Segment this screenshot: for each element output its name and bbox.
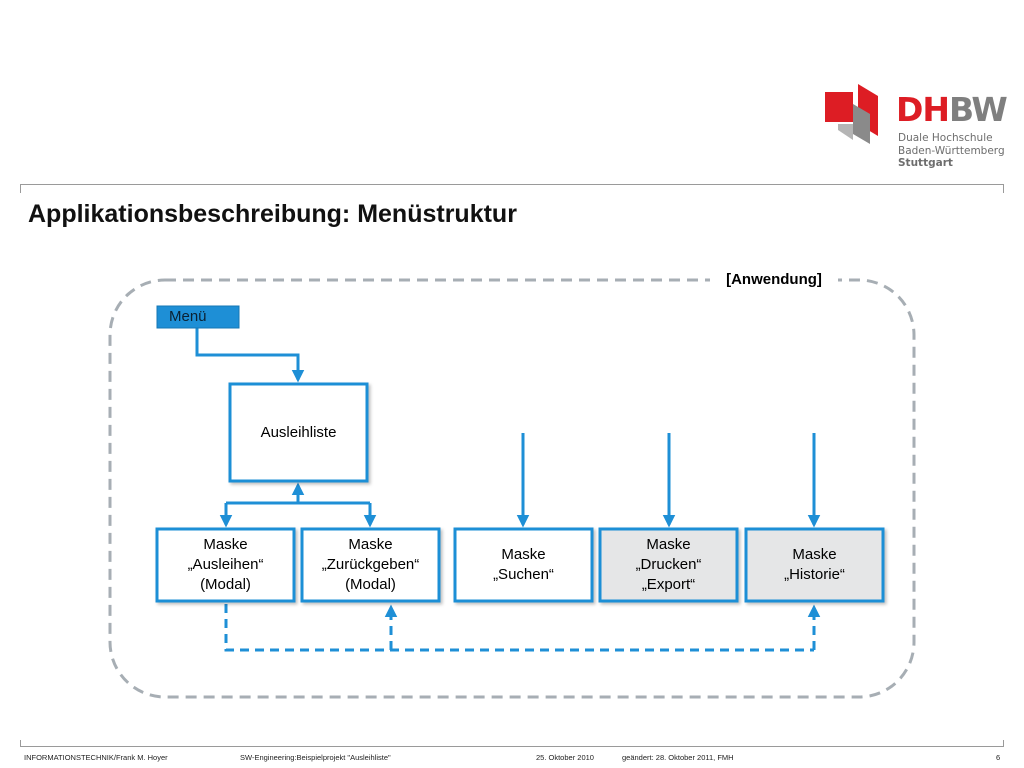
- menu-label[interactable]: Menü: [169, 308, 207, 325]
- footer-project: SW-Engineering:Beispielprojekt "Ausleihl…: [240, 753, 391, 762]
- mask-label-zurueckgeben: Maske „Zurückgeben“ (Modal): [321, 536, 420, 593]
- page-title: Applikationsbeschreibung: Menüstruktur: [28, 200, 517, 228]
- application-frame: [108, 278, 916, 699]
- mask-label-ausleihen: Maske „Ausleihen“ (Modal): [187, 536, 264, 593]
- arrow-menu-to-ausleihliste: [195, 328, 305, 383]
- ausleihliste-label: Ausleihliste: [260, 423, 337, 441]
- logo-line-3: Stuttgart: [898, 157, 953, 169]
- mask-label-drucken: Maske „Drucken“ „Export“: [635, 536, 702, 593]
- logo-line-1: Duale Hochschule: [898, 132, 993, 144]
- ausleihliste-box: [228, 382, 369, 483]
- mask-box-zurueckgeben: [300, 527, 441, 603]
- footer-author: INFORMATIONSTECHNIK/Frank M. Hoyer: [24, 753, 168, 762]
- logo-bw: BW: [949, 90, 1008, 129]
- footer-page-number: 6: [996, 753, 1001, 762]
- logo-wordmark: DHBW: [896, 90, 1008, 129]
- mask-label-suchen: Maske „Suchen“: [493, 546, 554, 583]
- dashed-link-bar: [224, 604, 814, 652]
- dhbw-logo-mark: [825, 84, 878, 144]
- header-divider: [20, 184, 1004, 193]
- mask-label-historie: Maske „Historie“: [784, 546, 845, 583]
- logo-subtitle: Duale Hochschule Baden-Württemberg Stutt…: [898, 132, 1005, 170]
- logo-line-2: Baden-Württemberg: [898, 144, 1005, 157]
- menu-box: [156, 305, 240, 329]
- mask-box-ausleihen: [155, 527, 296, 603]
- footer-divider: [20, 740, 1004, 747]
- footer-date: 25. Oktober 2010: [536, 753, 594, 762]
- mask-box-historie: [744, 527, 885, 603]
- frame-label: [Anwendung]: [710, 268, 838, 292]
- mask-box-drucken: [598, 527, 739, 603]
- mask-box-suchen: [453, 527, 594, 603]
- footer-changed: geändert: 28. Oktober 2011, FMH: [622, 753, 734, 762]
- dhbw-logo: DHBW Duale Hochschule Baden-Württemberg …: [820, 84, 1008, 176]
- logo-dh: DH: [896, 90, 950, 129]
